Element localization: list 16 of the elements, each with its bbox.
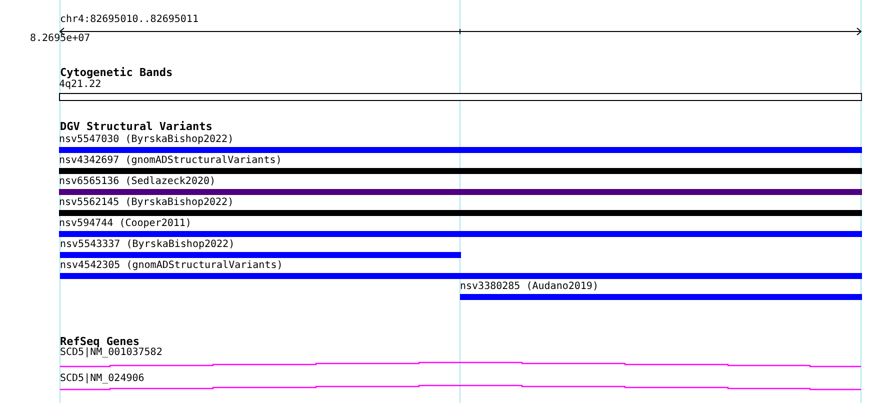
band-label: 4q21.22 xyxy=(59,79,102,91)
track-title: RefSeq Genes xyxy=(60,336,140,348)
variant-label: nsv5547030 (ByrskaBishop2022) xyxy=(59,134,234,146)
track-title: DGV Structural Variants xyxy=(60,121,212,133)
location-text: chr4:82695010..82695011 xyxy=(60,14,198,26)
gene-label: SCD5|NM_001037582 xyxy=(60,347,162,359)
variant-label: nsv4542305 (gnomADStructuralVariants) xyxy=(60,260,283,272)
variant-label: nsv5543337 (ByrskaBishop2022) xyxy=(60,239,235,251)
track-title: Cytogenetic Bands xyxy=(60,67,173,79)
variant-label: nsv4342697 (gnomADStructuralVariants) xyxy=(59,155,282,167)
variant-label: nsv5562145 (ByrskaBishop2022) xyxy=(59,197,234,209)
variant-label: nsv3380285 (Audano2019) xyxy=(460,281,598,293)
axis-tick-label: 8.2695e+07 xyxy=(30,33,90,45)
gene-label: SCD5|NM_024906 xyxy=(60,373,144,385)
variant-label: nsv594744 (Cooper2011) xyxy=(59,218,192,230)
variant-label: nsv6565136 (Sedlazeck2020) xyxy=(59,176,216,188)
